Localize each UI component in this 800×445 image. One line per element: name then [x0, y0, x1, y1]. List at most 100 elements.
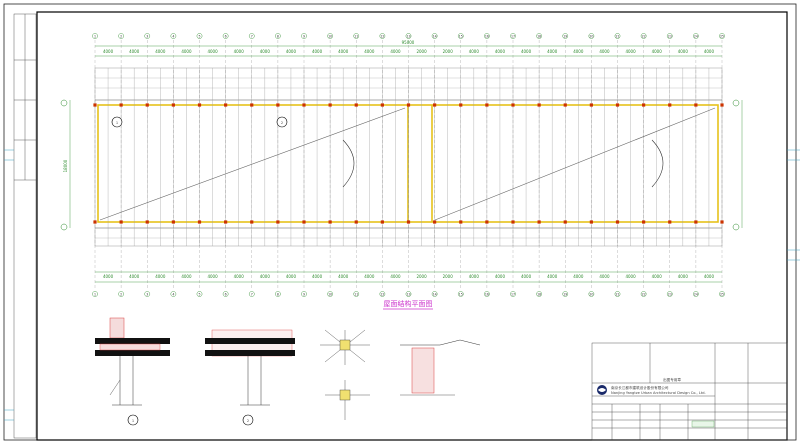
axis-bubble-bottom [693, 291, 699, 297]
column-marker [720, 220, 724, 224]
axis-number-top: 20 [589, 34, 593, 38]
row-bubble-right-top [732, 99, 740, 107]
section-marker-1: 1 [132, 419, 134, 423]
bay-dimension-bottom: 4000 [234, 274, 245, 279]
bay-dimension-bottom: 4000 [181, 274, 192, 279]
column-marker [302, 220, 306, 224]
axis-number-top: 16 [485, 34, 489, 38]
axis-bubble-top [275, 33, 281, 39]
axis-bubble-top [118, 33, 124, 39]
skylight-arc-right [651, 139, 664, 188]
bay-dimension-bottom: 4000 [155, 274, 166, 279]
sheet-inner-border [36, 11, 788, 441]
bay-dimension-bottom: 4000 [338, 274, 349, 279]
column-marker [459, 220, 463, 224]
bay-dimension-bottom: 4000 [521, 274, 532, 279]
axis-bubble-top [562, 33, 569, 39]
company-logo [597, 385, 607, 395]
axis-bubble-bottom [719, 291, 725, 297]
axis-number-bottom: 22 [642, 292, 646, 296]
axis-bubble-bottom [248, 291, 255, 297]
column-marker [145, 220, 149, 224]
axis-bubble-bottom [562, 291, 569, 297]
column-marker [563, 103, 567, 107]
column-marker [119, 220, 123, 224]
plan-title: 屋面结构平面图 [384, 299, 433, 308]
axis-bubble-top [719, 33, 725, 39]
column-marker [668, 103, 672, 107]
row-bubble-left-bottom [60, 223, 68, 231]
node-detail-b [325, 380, 370, 420]
axis-number-top: 21 [615, 34, 619, 38]
column-marker [224, 103, 228, 107]
bay-dimension-top: 4000 [521, 49, 532, 54]
column-marker [145, 103, 149, 107]
axis-number-bottom: 13 [406, 292, 410, 296]
axis-bubble-top [301, 33, 307, 39]
axis-bubble-top [327, 33, 333, 39]
column-marker [589, 103, 593, 107]
bay-dimension-bottom: 4000 [547, 274, 558, 279]
column-marker [642, 220, 646, 224]
column-marker [171, 103, 175, 107]
left-binding-strip [13, 13, 37, 439]
bay-dimension-bottom: 4000 [495, 274, 506, 279]
column-marker [459, 103, 463, 107]
bay-dimension-bottom: 4000 [652, 274, 663, 279]
column-marker [694, 103, 698, 107]
axis-bubble-bottom [405, 291, 412, 297]
axis-bubble-top [510, 33, 516, 39]
column-marker [511, 220, 515, 224]
axis-number-bottom: 17 [511, 292, 515, 296]
axis-number-bottom: 9 [303, 292, 305, 296]
bay-dimension-bottom: 4000 [364, 274, 375, 279]
column-marker [694, 220, 698, 224]
axis-number-top: 7 [251, 34, 253, 38]
bay-dimension-top: 4000 [207, 49, 218, 54]
column-marker [433, 220, 437, 224]
axis-number-bottom: 24 [694, 292, 698, 296]
column-marker [276, 220, 280, 224]
axis-bubble-top [536, 33, 542, 39]
column-marker [197, 103, 202, 107]
axis-number-top: 2 [120, 34, 122, 38]
axis-bubble-bottom [666, 291, 673, 297]
axis-number-bottom: 23 [668, 292, 672, 296]
bay-dimension-top: 2000 [416, 49, 427, 54]
drawing-name-box [691, 420, 715, 428]
column-marker [563, 220, 567, 224]
column-marker [93, 220, 97, 224]
bay-dimension-bottom: 4000 [573, 274, 584, 279]
axis-number-top: 10 [328, 34, 332, 38]
node-detail-a [320, 329, 370, 365]
bay-dimension-bottom: 4000 [260, 274, 271, 279]
axis-bubble-bottom [484, 291, 490, 297]
axis-bubble-top [484, 33, 490, 39]
bay-dimension-top: 4000 [573, 49, 584, 54]
axis-number-bottom: 21 [615, 292, 619, 296]
bay-dimension-top: 4000 [364, 49, 375, 54]
axis-number-top: 9 [303, 34, 305, 38]
column-marker [615, 103, 620, 107]
axis-bubble-top [588, 33, 595, 39]
axis-number-bottom: 16 [485, 292, 489, 296]
axis-bubble-top [353, 33, 360, 39]
axis-bubble-bottom [353, 291, 360, 297]
detail-callout-1-label: 1 [116, 121, 118, 125]
column-marker [171, 220, 175, 224]
column-marker [537, 103, 541, 107]
column-marker [302, 103, 306, 107]
axis-number-top: 5 [198, 34, 200, 38]
bay-dimension-bottom: 4000 [129, 274, 140, 279]
axis-bubble-bottom [275, 291, 281, 297]
bay-dimension-top: 4000 [338, 49, 349, 54]
row-bubble-right-bottom [732, 223, 740, 231]
axis-bubble-top [222, 33, 229, 39]
bay-dimension-bottom: 4000 [103, 274, 114, 279]
axis-number-bottom: 15 [459, 292, 463, 296]
right-edge-marks [787, 149, 800, 261]
bay-dimension-top: 4000 [625, 49, 636, 54]
bay-dimension-bottom: 4000 [312, 274, 323, 279]
